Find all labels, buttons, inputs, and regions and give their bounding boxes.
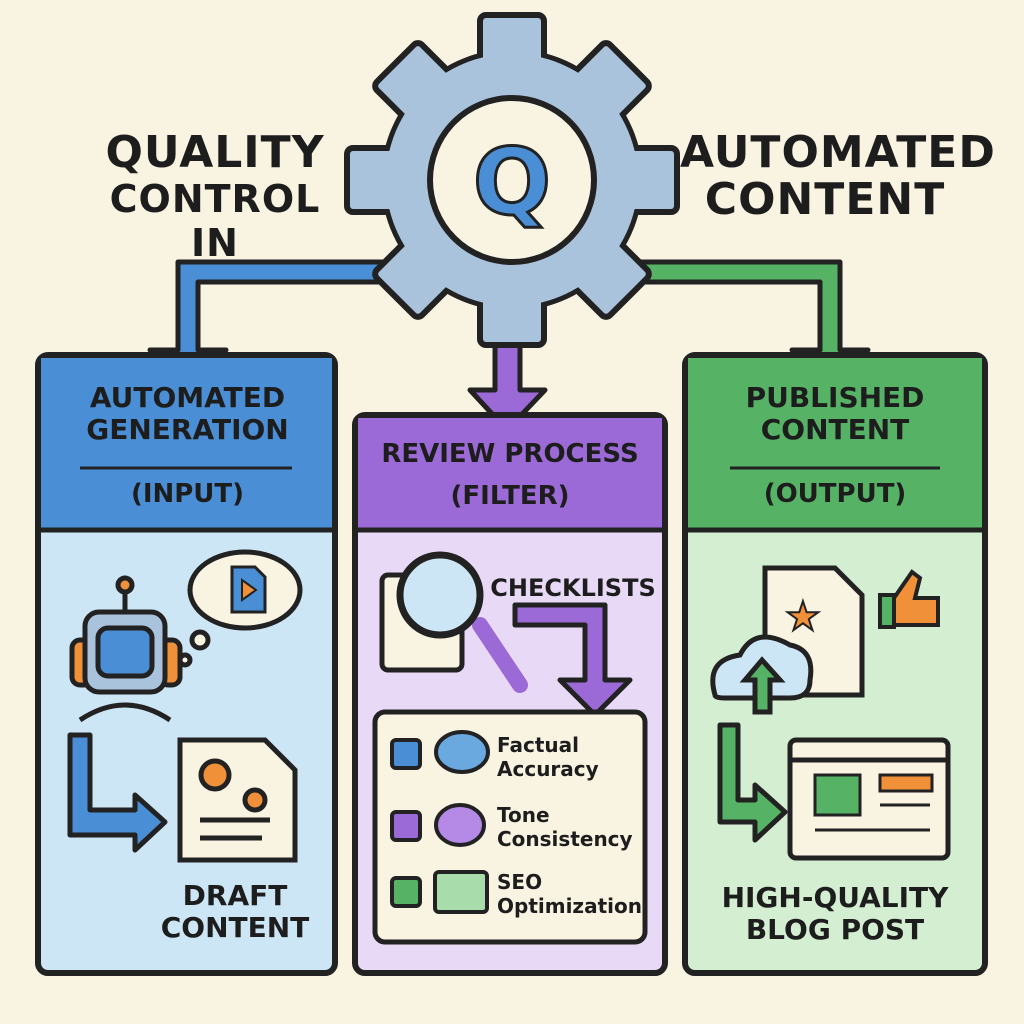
- magnifier-checklist-icon: [379, 551, 528, 693]
- arrow-robot-to-draft: [67, 732, 168, 853]
- panel-review-subtitle: (FILTER): [450, 481, 570, 511]
- blog-webpage-icon: [787, 737, 951, 861]
- panel-generation-title: AUTOMATED GENERATION: [86, 381, 289, 447]
- checkbox-tone: [390, 810, 422, 842]
- arrow-cloud-to-blog: [717, 722, 788, 843]
- checkbox-seo: [390, 876, 422, 908]
- blog-post-caption: HIGH-QUALITY BLOG POST: [721, 881, 949, 947]
- gear-icon: [344, 12, 680, 348]
- draft-content-caption: DRAFT CONTENT: [160, 879, 310, 945]
- panel-generation-subtitle: (INPUT): [130, 479, 245, 509]
- draft-document-gears-icon: [177, 737, 298, 863]
- panel-review-title: REVIEW PROCESS: [381, 439, 639, 469]
- robot-icon: [69, 575, 183, 723]
- checklist-item-seo: SEO Optimization: [497, 870, 642, 918]
- svg-text:★: ★: [785, 594, 821, 640]
- title-right-line1: AUTOMATED: [680, 127, 996, 178]
- smile-chat-icon: [434, 803, 486, 847]
- thought-bubble-video-icon: [177, 549, 303, 668]
- seo-chart-icon: [433, 870, 489, 914]
- title-left-line1: QUALITY: [105, 127, 325, 178]
- checklists-label: CHECKLISTS: [490, 574, 656, 602]
- thumbs-up-icon: [878, 569, 940, 629]
- checkbox-factual: [390, 738, 422, 770]
- title-left-line2: CONTROL IN: [109, 177, 321, 265]
- checklist-item-factual: Factual Accuracy: [497, 733, 599, 781]
- brain-icon: [434, 730, 490, 774]
- title-right-line2: CONTENT: [704, 174, 946, 225]
- panel-published-title: PUBLISHED CONTENT: [745, 381, 925, 447]
- arrow-checklists-down: [512, 602, 633, 718]
- cloud-upload-icon: [710, 634, 814, 715]
- panel-published-subtitle: (OUTPUT): [763, 479, 907, 509]
- checklist-item-tone: Tone Consistency: [497, 803, 633, 851]
- gear-q-letter: Q: [471, 128, 552, 237]
